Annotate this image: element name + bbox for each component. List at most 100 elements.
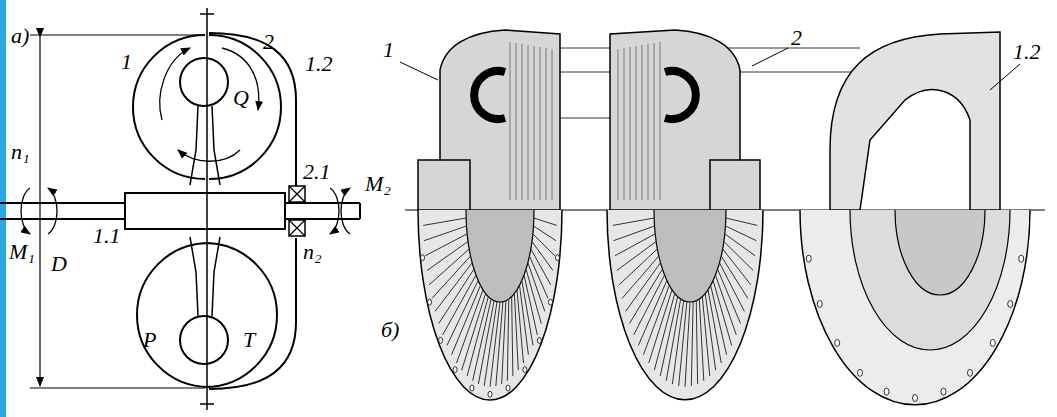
blade-rings [418, 42, 1030, 405]
blade [629, 269, 662, 323]
blade [467, 296, 488, 376]
blade [699, 299, 703, 381]
blade [613, 218, 654, 225]
bolt-hole [439, 337, 443, 343]
blade-hatch [642, 45, 643, 200]
blade-hatch [528, 45, 529, 200]
blade [654, 293, 674, 370]
blade [478, 301, 494, 384]
callout-number: 2.1 [302, 160, 332, 184]
blade-hatch [516, 43, 517, 200]
callout-number: 1 [120, 50, 133, 74]
bolt-hole [548, 299, 552, 305]
blade [702, 296, 709, 376]
blade [696, 301, 697, 384]
blade [520, 285, 529, 354]
speed-label: n₁ [10, 140, 31, 164]
blade-hatch [534, 46, 535, 200]
exploded-view [400, 30, 1045, 210]
callout-number: 1.2 [1012, 40, 1042, 64]
blade [660, 296, 677, 376]
bolt-hole [421, 255, 425, 261]
blade [512, 296, 513, 376]
blade [462, 293, 486, 370]
disc-half [607, 210, 763, 400]
bolt-hole [806, 255, 811, 262]
blade [725, 226, 756, 241]
blade-hatch [648, 44, 649, 200]
blade [614, 226, 655, 241]
blade [649, 290, 672, 363]
blade-hatch [636, 46, 637, 200]
figure-label: a) [10, 24, 30, 48]
flow-label: Q [232, 86, 250, 110]
bolt-hole [835, 339, 840, 346]
bolt-hole [470, 385, 474, 391]
torque-label: M₁ [8, 240, 36, 264]
blade [514, 293, 518, 370]
blade [534, 218, 557, 225]
bolt-hole [884, 388, 889, 395]
blade [425, 234, 467, 256]
blade [507, 299, 508, 381]
bolt-hole [453, 367, 457, 373]
bolt-hole [941, 388, 946, 395]
blade-hatch [654, 43, 655, 200]
blade-hatch [630, 47, 631, 200]
callout-number: 1.2 [304, 52, 334, 76]
blade [443, 275, 476, 335]
speed-label: n₂ [302, 240, 323, 264]
callout-number: 2 [262, 30, 275, 54]
blade-hatch [510, 42, 511, 200]
callout-number: 1 [382, 38, 395, 62]
bolt-hole [968, 369, 973, 376]
bolt-hole [1008, 301, 1013, 308]
bolt-hole [537, 337, 541, 343]
dimension-label: D [50, 252, 68, 276]
bolt-hole [913, 395, 918, 402]
blade [723, 249, 751, 285]
blade [691, 302, 693, 386]
disc-half [466, 210, 534, 302]
blade-hatch [522, 44, 523, 200]
disc-half [800, 210, 1030, 405]
side-strip [0, 0, 6, 417]
blade [705, 293, 715, 370]
bolt-hole [488, 391, 492, 397]
bolt-hole [428, 299, 432, 305]
part-letter: T [242, 328, 256, 352]
bolt-hole [523, 367, 527, 373]
blade [643, 285, 669, 354]
torque-label: M₂ [364, 172, 392, 196]
bolt-hole [555, 255, 559, 261]
figure-label: б) [380, 318, 400, 342]
blade [617, 241, 656, 270]
bolt-hole [858, 369, 863, 376]
blade-hatch [540, 47, 541, 200]
blade [533, 234, 555, 256]
blade [626, 263, 661, 312]
blade [427, 241, 468, 270]
blade [725, 234, 755, 256]
disc-half [418, 210, 562, 400]
blade-hatch [624, 48, 625, 200]
bolt-hole [990, 339, 995, 346]
blade [439, 269, 474, 323]
bolt-hole [1019, 255, 1024, 262]
disc-half [895, 210, 985, 295]
callout-number: 1.1 [92, 224, 122, 248]
bolt-hole [506, 385, 510, 391]
blade [435, 263, 472, 312]
blade [423, 218, 466, 225]
blade-hatch [618, 49, 619, 200]
blade [638, 280, 666, 345]
blade [679, 302, 687, 386]
bolt-hole [817, 301, 822, 308]
blade-hatch [552, 49, 553, 200]
disc-half [850, 210, 1010, 350]
blade [634, 275, 665, 335]
callout-number: 2 [790, 26, 803, 50]
blade [452, 285, 481, 354]
